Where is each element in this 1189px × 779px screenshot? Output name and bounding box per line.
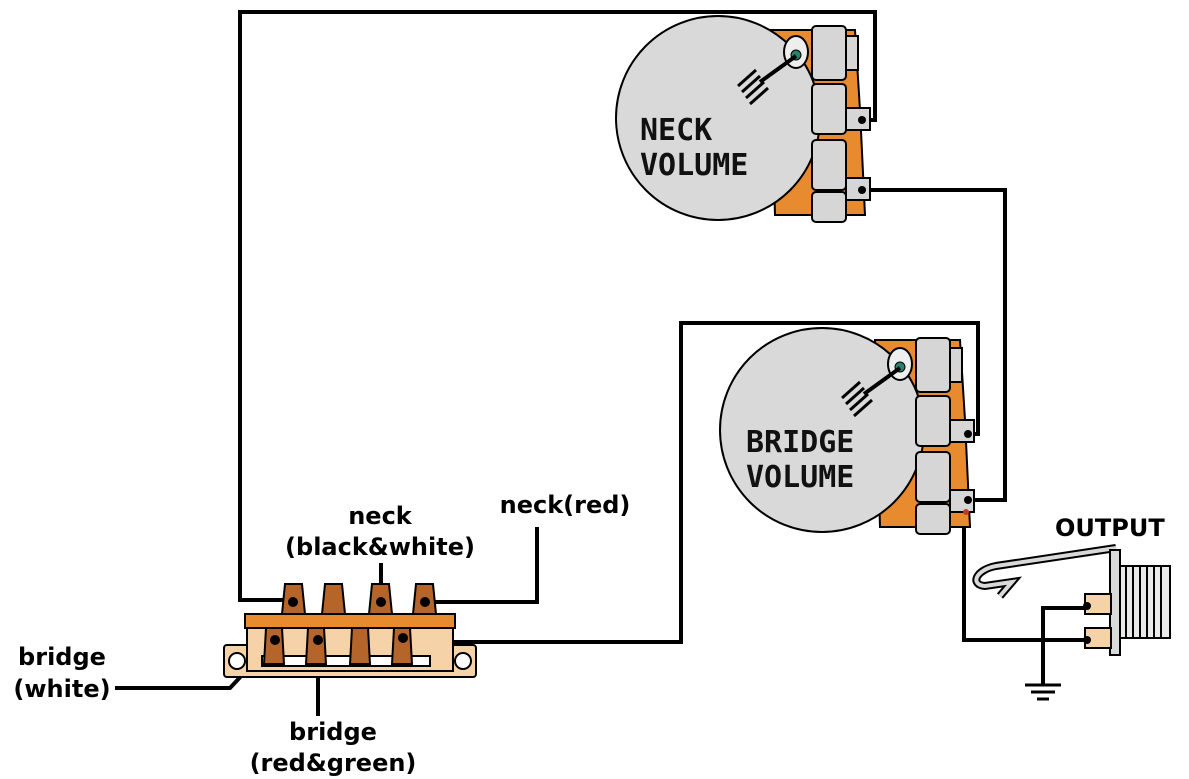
bridge-pot-terminal-top <box>949 347 963 383</box>
neck-pot-label-1: NECK <box>640 113 712 148</box>
bridge-pot-lug-2 <box>915 395 951 447</box>
neck-red-label: neck(red) <box>500 491 631 519</box>
bridge-pot-terminal-bot <box>949 489 975 513</box>
neck-bw-label-1: neck <box>348 502 413 530</box>
neck-pot-lug-2 <box>811 83 847 135</box>
bridge-pot-lug-3 <box>915 451 951 503</box>
wire-neck-red <box>425 527 539 604</box>
bridge-pot-label-1: BRIDGE <box>746 425 854 460</box>
jack-spring <box>974 546 1117 598</box>
bridge-pot-ground-icon <box>841 380 873 418</box>
bridge-pot-ground-lead <box>862 366 902 396</box>
bridge-white-label-1: bridge <box>18 643 106 671</box>
bridge-pot-label-2: VOLUME <box>746 460 854 495</box>
neck-pot-lug-4 <box>811 191 847 223</box>
switch-mount-hole-left <box>228 652 246 670</box>
bridge-white-label-2: (white) <box>13 675 110 703</box>
neck-pot-ground-lead <box>758 54 798 84</box>
neck-pot-terminal-bot <box>845 177 871 201</box>
selector-switch <box>223 583 477 678</box>
neck-pot-label-2: VOLUME <box>640 148 748 183</box>
neck-volume-pot: NECK VOLUME <box>615 15 871 223</box>
neck-pot-lug-3 <box>811 139 847 191</box>
switch-mount-hole-right <box>454 652 472 670</box>
output-label: OUTPUT <box>1055 514 1165 542</box>
neck-pot-terminal-mid <box>845 107 871 131</box>
neck-bw-label-2: (black&white) <box>285 533 475 561</box>
bridge-pot-lug-4 <box>915 503 951 535</box>
wire-neck-pot-to-bridge-pot <box>862 188 1007 502</box>
bridge-rg-label-2: (red&green) <box>250 749 417 777</box>
neck-pot-ground-icon <box>737 68 769 106</box>
jack-spring-outline <box>972 544 1117 599</box>
switch-top-bar <box>244 613 456 629</box>
wire-neck-pot-to-switch <box>238 10 877 602</box>
wire-ground <box>1041 606 1085 685</box>
switch-slot <box>261 655 431 667</box>
neck-pot-terminal-top <box>845 35 859 71</box>
bridge-volume-pot: BRIDGE VOLUME <box>719 327 975 535</box>
bridge-pot-lug-1 <box>915 337 951 393</box>
jack-thread <box>1119 565 1171 639</box>
neck-pot-lug-1 <box>811 25 847 81</box>
output-jack: OUTPUT <box>972 514 1171 701</box>
ground-symbol-icon <box>1025 683 1061 701</box>
bridge-rg-label-1: bridge <box>289 718 377 746</box>
switch-top-lugs <box>280 583 438 615</box>
